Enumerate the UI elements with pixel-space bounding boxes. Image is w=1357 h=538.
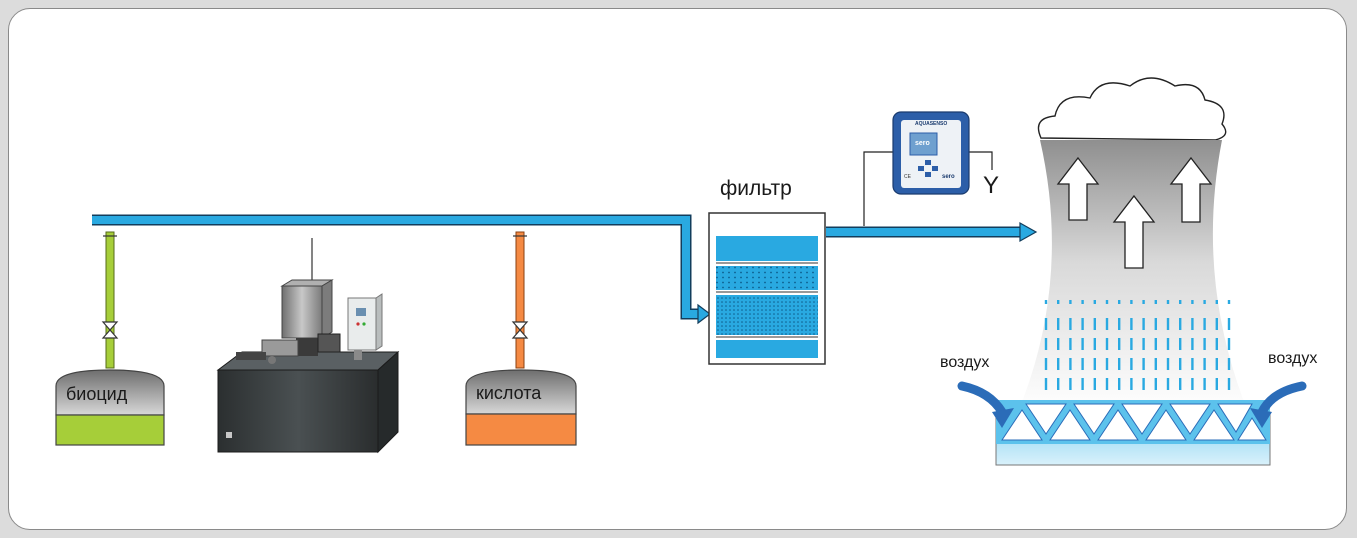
controller-ce-mark: CE [904,174,911,180]
filter-label: фильтр [720,177,792,200]
biocide-label: биоцид [66,384,128,404]
cooling-tower [957,77,1307,466]
cloud-icon [1037,77,1227,141]
up-arrow-icon [1056,156,1100,221]
controller-brand-bottom: sero [942,174,955,180]
air-arrow-icon [957,381,1014,428]
up-arrow-icon [1169,156,1213,223]
valve-icon [511,321,529,339]
air-label-left: воздух [940,354,990,371]
up-arrow-icon [1112,194,1156,269]
fill-packing [996,400,1270,444]
acid-feed [511,231,529,369]
acid-label: кислота [476,383,542,403]
air-label-right: воздух [1268,350,1318,367]
controller-device [892,111,970,195]
dosing-station [216,238,400,454]
air-arrow-icon [1250,381,1307,428]
valve-icon [101,321,119,339]
biocide-tank [55,369,165,446]
water-spray [1044,300,1231,390]
filter-vessel [708,212,826,365]
controller-brand-top: AQUASENSO [915,121,948,127]
biocide-feed [101,231,119,369]
controller-screen-brand: sero [915,140,930,147]
main-pipe [92,214,711,325]
controller-wiring [863,151,993,226]
acid-tank [465,369,577,446]
outlet-pipe [826,221,1038,243]
sensor-output-label: Y [983,172,1000,199]
